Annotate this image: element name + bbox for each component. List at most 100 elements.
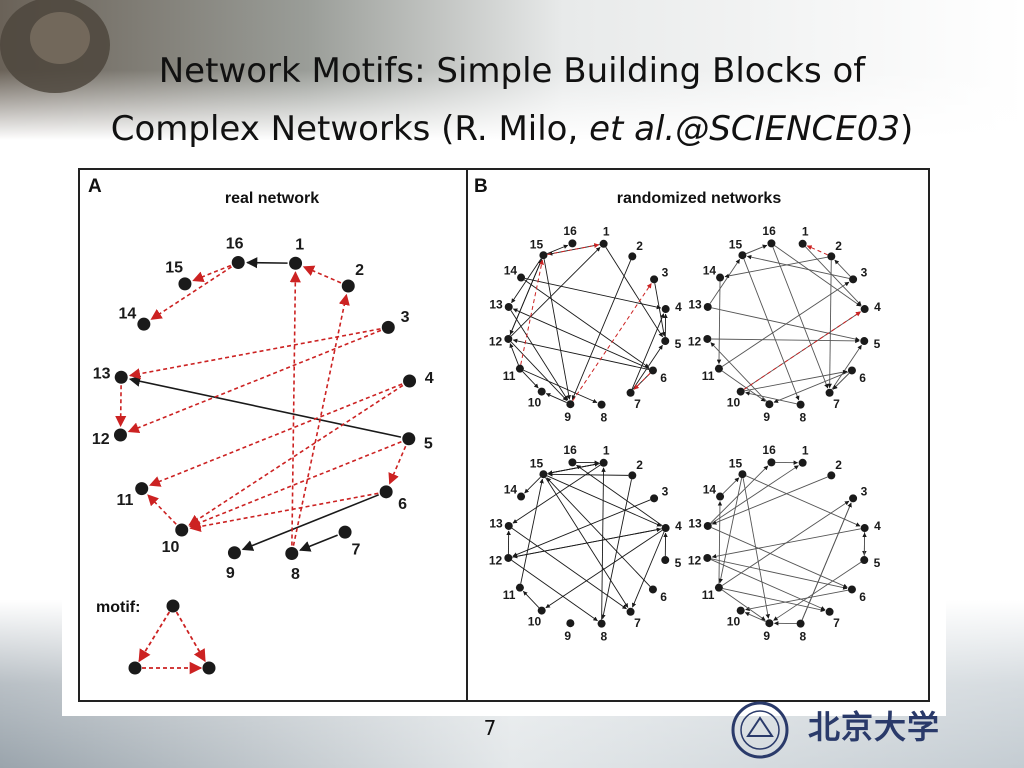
- rand4-edge-6-10: [745, 589, 849, 612]
- rand4-edge-15-9: [742, 478, 770, 619]
- rand1-node-14: [517, 273, 526, 282]
- rand1-node-label-1: 1: [603, 224, 610, 238]
- rand2-edge-6-9: [773, 371, 849, 403]
- rand3-edge-15-1: [547, 462, 600, 474]
- rand1-node-16: [568, 239, 577, 248]
- rand1-node-8: [597, 400, 606, 409]
- real-edge-motif-4-11: [149, 383, 403, 487]
- rand1-node-3: [650, 275, 659, 284]
- real-edge-plain-5-13: [128, 375, 402, 438]
- rand1-edge-motif-6-7: [633, 372, 651, 390]
- rand2-node-label-13: 13: [688, 297, 702, 311]
- rand1-node-12: [504, 334, 513, 343]
- panel-b-label: B: [474, 176, 488, 197]
- rand4-node-label-9: 9: [763, 629, 770, 643]
- rand4-node-6: [847, 585, 856, 594]
- rand1-node-1: [599, 239, 608, 248]
- real-edge-motif-5-10: [189, 441, 402, 529]
- rand1-edge-11-8: [523, 369, 598, 404]
- rand4-edge-13-6: [711, 527, 848, 588]
- real-node-label-15: 15: [165, 260, 183, 277]
- rand4-edge-11-9: [721, 589, 766, 621]
- rand3-edge-8-1: [601, 467, 606, 620]
- rand2-edge-11-9: [721, 370, 766, 402]
- real-node-label-11: 11: [117, 492, 134, 509]
- rand1-node-label-7: 7: [634, 397, 641, 411]
- rand1-edge-15-16: [546, 244, 569, 255]
- rand2-node-label-9: 9: [763, 410, 770, 424]
- rand1-node-label-16: 16: [563, 224, 577, 238]
- rand3-node-label-1: 1: [603, 443, 610, 457]
- rand4-node-label-1: 1: [802, 443, 809, 457]
- rand1-edge-14-6: [524, 279, 650, 368]
- rand3-node-11: [515, 583, 524, 592]
- rand4-node-label-11: 11: [702, 588, 715, 602]
- rand3-node-13: [504, 521, 513, 530]
- slide-title-line2-suffix: ): [900, 109, 914, 149]
- rand2-edge-15-16: [745, 244, 768, 255]
- rand3-edge-15-14: [524, 476, 541, 494]
- rand2-edge-6-7: [832, 372, 850, 390]
- rand2-edge-motif-10-4: [743, 311, 861, 390]
- rand1-node-13: [504, 302, 513, 311]
- rand1-node-10: [537, 387, 546, 396]
- motif-diagram: [128, 599, 216, 675]
- rand2-node-13: [703, 302, 712, 311]
- rand2-edge-motif-2-1: [806, 245, 828, 256]
- rand4-edge-11-14: [717, 501, 723, 584]
- rand1-edge-15-13: [511, 258, 542, 304]
- rand1-edge-12-9: [510, 341, 568, 401]
- rand2-node-10: [736, 387, 745, 396]
- rand3-node-16: [568, 458, 577, 467]
- rand4-node-label-14: 14: [703, 482, 717, 496]
- rand3-node-3: [650, 494, 659, 503]
- rand3-edge-15-7: [545, 477, 629, 608]
- motif-node-1: [166, 599, 180, 613]
- rand4-node-10: [736, 606, 745, 615]
- university-logo-text: 北京大学: [808, 708, 941, 746]
- rand2-edge-16-4: [774, 245, 861, 307]
- rand4-edge-8-3: [801, 502, 852, 621]
- figure-frame: [78, 168, 930, 702]
- real-edge-plain-6-9: [241, 494, 380, 551]
- rand3-edge-10-11: [523, 590, 540, 608]
- rand1-node-label-10: 10: [528, 396, 542, 410]
- rand1-edge-6-12: [512, 338, 650, 371]
- rand2-node-label-7: 7: [833, 397, 840, 411]
- rand1-node-label-9: 9: [564, 410, 571, 424]
- rand3-node-10: [537, 606, 546, 615]
- real-node-label-5: 5: [424, 436, 433, 453]
- real-edge-motif-4-10: [188, 384, 404, 526]
- rand4-edge-14-15: [722, 477, 740, 495]
- real-edge-motif-8-1: [289, 271, 301, 546]
- rand4-edge-15-11: [718, 478, 743, 584]
- real-node-label-12: 12: [92, 431, 110, 448]
- rand1-edge-motif-15-1: [547, 243, 600, 255]
- rand4-node-label-16: 16: [762, 443, 776, 457]
- page-number: 7: [483, 716, 497, 740]
- network-figure: A real network B randomized networks 123…: [78, 168, 930, 702]
- rand2-node-7: [825, 388, 834, 397]
- rand3-node-14: [517, 492, 526, 501]
- rand2-node-label-10: 10: [727, 396, 741, 410]
- rand4-edge-13-16: [710, 465, 769, 524]
- rand1-node-label-12: 12: [489, 335, 503, 349]
- rand1-edge-motif-9-3: [572, 283, 652, 402]
- real-node-4: [403, 374, 417, 388]
- rand3-node-label-3: 3: [662, 484, 669, 498]
- real-node-label-8: 8: [291, 566, 300, 583]
- rand1-node-label-6: 6: [660, 371, 667, 385]
- rand3-node-9: [566, 619, 575, 628]
- rand1-node-label-8: 8: [601, 411, 608, 425]
- real-node-10: [175, 523, 189, 537]
- rand2-edge-7-5: [831, 344, 862, 390]
- rand1-node-label-4: 4: [675, 300, 682, 314]
- rand2-node-4: [860, 305, 869, 314]
- rand1-node-label-13: 13: [489, 297, 503, 311]
- rand1-node-label-14: 14: [504, 263, 518, 277]
- rand1-node-4: [661, 305, 670, 314]
- rand3-node-12: [504, 553, 513, 562]
- rand4-node-label-6: 6: [859, 590, 866, 604]
